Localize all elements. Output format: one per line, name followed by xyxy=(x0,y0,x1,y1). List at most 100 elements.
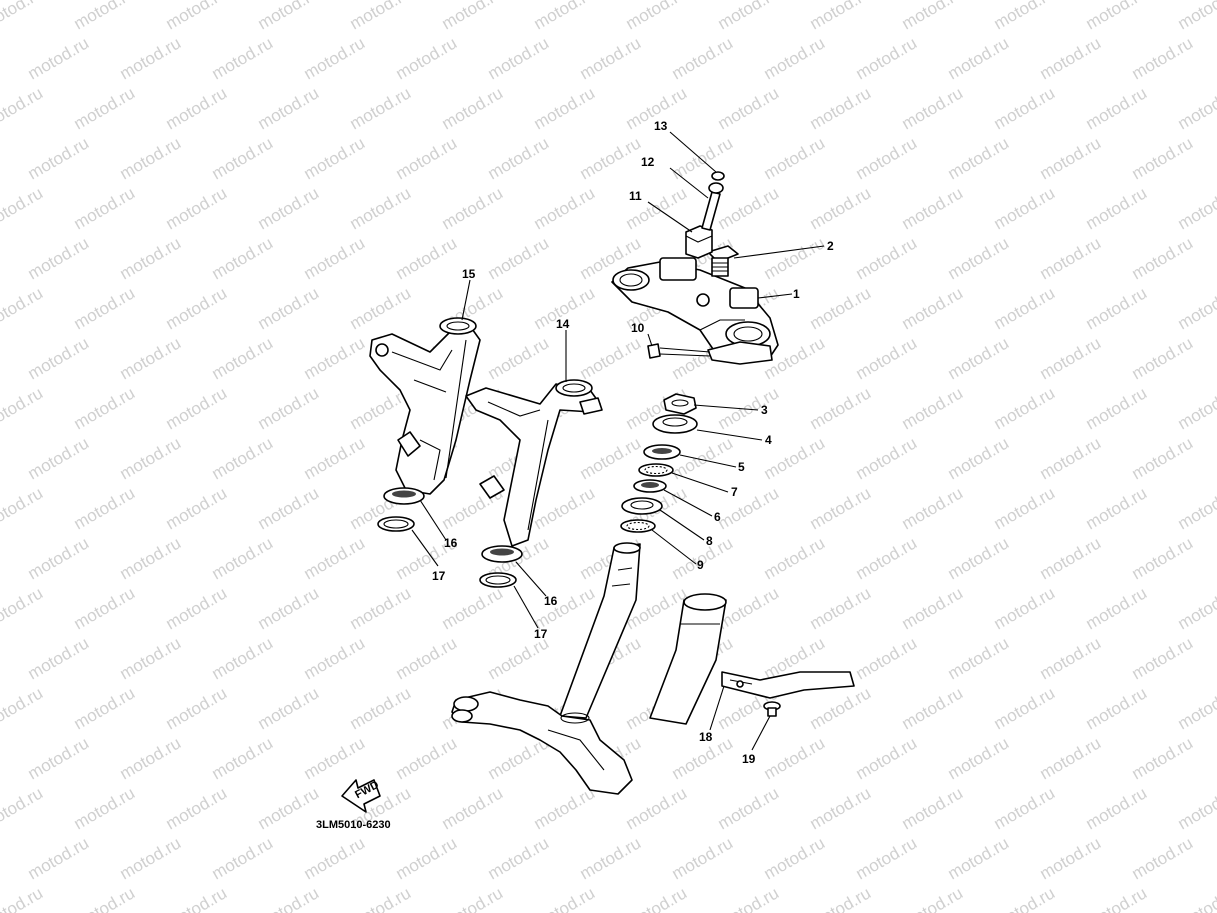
watermark-text: motod.ru xyxy=(163,283,231,333)
callout-13: 13 xyxy=(654,119,668,133)
callout-10: 10 xyxy=(631,321,645,335)
watermark-text: motod.ru xyxy=(485,133,553,183)
diagram-code: 3LM5010-6230 xyxy=(316,819,391,831)
callout-1: 1 xyxy=(793,287,800,301)
watermark-text: motod.ru xyxy=(71,383,139,433)
watermark-text: motod.ru xyxy=(531,183,599,233)
watermark-text: motod.ru xyxy=(531,783,599,833)
watermark-text: motod.ru xyxy=(393,233,461,283)
watermark-text: motod.ru xyxy=(163,183,231,233)
watermark-text: motod.ru xyxy=(1175,783,1217,833)
watermark-text: motod.ru xyxy=(1083,383,1151,433)
watermark-text: motod.ru xyxy=(71,683,139,733)
watermark-text: motod.ru xyxy=(485,233,553,283)
watermark-text: motod.ru xyxy=(761,533,829,583)
watermark-text: motod.ru xyxy=(439,0,507,33)
race-part-6 xyxy=(633,479,667,493)
watermark-text: motod.ru xyxy=(1129,833,1197,883)
watermark-text: motod.ru xyxy=(163,0,231,33)
watermark-text: motod.ru xyxy=(1175,583,1217,633)
callout-7: 7 xyxy=(731,485,738,499)
watermark-text: motod.ru xyxy=(531,583,599,633)
watermark-text: motod.ru xyxy=(807,283,875,333)
watermark-text: motod.ru xyxy=(1037,133,1105,183)
watermark-text: motod.ru xyxy=(301,333,369,383)
watermark-text: motod.ru xyxy=(485,833,553,883)
watermark-text: motod.ru xyxy=(807,0,875,33)
watermark-text: motod.ru xyxy=(439,583,507,633)
watermark-text: motod.ru xyxy=(807,183,875,233)
callout-16-middle: 16 xyxy=(544,594,558,608)
watermark-text: motod.ru xyxy=(301,533,369,583)
watermark-text: motod.ru xyxy=(1129,233,1197,283)
seal-part-16-middle xyxy=(481,545,523,563)
watermark-text: motod.ru xyxy=(1037,433,1105,483)
watermark-text: motod.ru xyxy=(715,783,783,833)
bolt-part-12 xyxy=(701,182,724,231)
watermark-text: motod.ru xyxy=(899,0,967,33)
watermark-text: motod.ru xyxy=(807,883,875,913)
watermark-text: motod.ru xyxy=(1037,33,1105,83)
ring-part-17-middle xyxy=(479,572,517,588)
steering-stem xyxy=(451,542,641,795)
ring-part-17-left xyxy=(377,516,415,532)
watermark-text: motod.ru xyxy=(853,533,921,583)
watermark-text: motod.ru xyxy=(25,33,93,83)
callout-12: 12 xyxy=(641,155,655,169)
watermark-text: motod.ru xyxy=(807,83,875,133)
watermark-text: motod.ru xyxy=(485,333,553,383)
watermark-text: motod.ru xyxy=(899,183,967,233)
watermark-text: motod.ru xyxy=(209,433,277,483)
watermark-text: motod.ru xyxy=(301,633,369,683)
watermark-text: motod.ru xyxy=(209,533,277,583)
watermark-text: motod.ru xyxy=(1175,183,1217,233)
watermark-text: motod.ru xyxy=(853,833,921,883)
watermark-text: motod.ru xyxy=(25,633,93,683)
watermark-text: motod.ru xyxy=(163,683,231,733)
callout-15: 15 xyxy=(462,267,476,281)
watermark-text: motod.ru xyxy=(393,133,461,183)
watermark-text: motod.ru xyxy=(1083,183,1151,233)
watermark-text: motod.ru xyxy=(0,183,46,233)
watermark-text: motod.ru xyxy=(669,133,737,183)
watermark-text: motod.ru xyxy=(301,733,369,783)
watermark-text: motod.ru xyxy=(255,0,323,33)
watermark-text: motod.ru xyxy=(255,583,323,633)
watermark-text: motod.ru xyxy=(1037,833,1105,883)
watermark-text: motod.ru xyxy=(853,133,921,183)
watermark-text: motod.ru xyxy=(301,433,369,483)
watermark-text: motod.ru xyxy=(117,633,185,683)
watermark-text: motod.ru xyxy=(117,33,185,83)
watermark-text: motod.ru xyxy=(945,33,1013,83)
watermark-text: motod.ru xyxy=(1037,233,1105,283)
watermark-text: motod.ru xyxy=(623,783,691,833)
watermark-text: motod.ru xyxy=(71,783,139,833)
watermark-text: motod.ru xyxy=(1175,683,1217,733)
watermark-text: motod.ru xyxy=(623,0,691,33)
watermark-text: motod.ru xyxy=(577,433,645,483)
bolt-part-2 xyxy=(707,245,739,277)
callout-labels: 13 12 11 2 1 10 3 4 5 7 6 8 9 14 15 16 1… xyxy=(432,119,834,766)
watermark-text: motod.ru xyxy=(899,83,967,133)
watermark-text: motod.ru xyxy=(0,0,46,33)
watermark-text: motod.ru xyxy=(209,133,277,183)
watermark-text: motod.ru xyxy=(577,33,645,83)
watermark-text: motod.ru xyxy=(25,833,93,883)
watermark-text: motod.ru xyxy=(1083,683,1151,733)
callout-14: 14 xyxy=(556,317,570,331)
callout-17-left: 17 xyxy=(432,569,446,583)
watermark-text: motod.ru xyxy=(577,333,645,383)
watermark-text: motod.ru xyxy=(163,783,231,833)
callout-4: 4 xyxy=(765,433,772,447)
upper-bracket xyxy=(611,257,779,365)
watermark-text: motod.ru xyxy=(761,33,829,83)
callout-17-middle: 17 xyxy=(534,627,548,641)
watermark-text: motod.ru xyxy=(899,483,967,533)
watermark-text: motod.ru xyxy=(761,833,829,883)
clamp-part-11 xyxy=(685,225,713,259)
watermark-text: motod.ru xyxy=(347,883,415,913)
callout-2: 2 xyxy=(827,239,834,253)
watermark-text: motod.ru xyxy=(255,483,323,533)
watermark-text: motod.ru xyxy=(807,483,875,533)
